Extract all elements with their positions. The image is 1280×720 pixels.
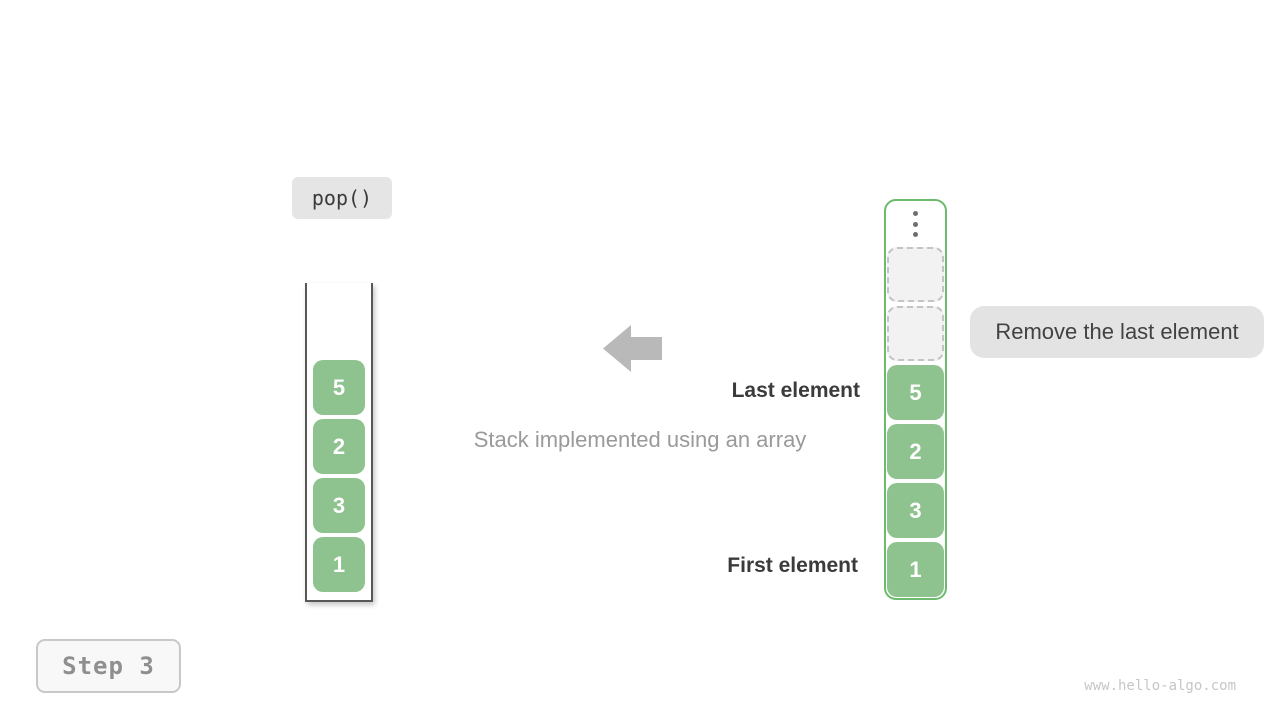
watermark: www.hello-algo.com [1084,678,1236,694]
first-element-label: First element [727,554,858,577]
array-cell: 5 [887,365,944,420]
stack-cell: 3 [313,478,365,533]
dot [913,232,918,237]
left-arrow-icon [603,325,662,372]
dot [913,221,918,227]
array-container: 5 2 3 1 [884,199,947,600]
array-cell: 2 [887,424,944,479]
array-cell: 1 [887,542,944,597]
array-cell: 3 [887,483,944,538]
stack-cell: 2 [313,419,365,474]
pop-operation-label: pop() [292,177,392,219]
step-indicator: Step 3 [36,639,181,693]
stack-cell: 5 [313,360,365,415]
vertical-ellipsis-icon [913,211,918,237]
caption: Stack implemented using an array [473,427,807,452]
last-element-label: Last element [731,379,860,402]
dot [913,211,918,216]
array-slots: 5 2 3 1 [887,247,944,597]
empty-slot [887,306,944,361]
annotation-pill: Remove the last element [970,306,1264,358]
empty-slot [887,247,944,302]
stack-cell: 1 [313,537,365,592]
stack-container: 5 2 3 1 [305,283,373,602]
